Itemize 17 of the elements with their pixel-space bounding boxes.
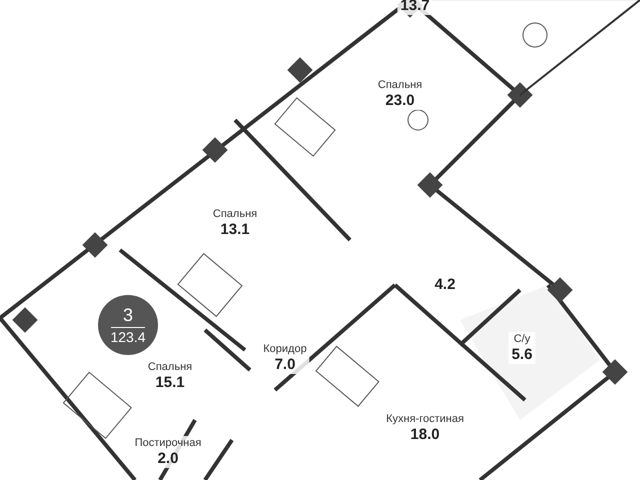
room-name: Коридор [263,343,307,356]
room-area: 15.1 [155,374,185,391]
room-area: 23.0 [385,92,415,109]
room-name: Кухня-гостиная [386,413,464,426]
room-area: 2.0 [158,450,178,467]
room-area: 13.1 [220,221,250,238]
room-area: 4.2 [434,276,456,293]
room-area: 18.0 [410,426,440,443]
room-name: Постирочная [134,437,202,450]
room-name: Спальня [148,361,192,374]
room-count: 3 [110,304,145,328]
room-name: С/у [514,333,530,346]
room-name: Спальня [212,208,258,221]
room-area: 5.6 [512,346,532,363]
total-area: 123.4 [110,328,146,346]
room-area: 7.0 [274,356,296,373]
room-name: Спальня [378,79,422,92]
